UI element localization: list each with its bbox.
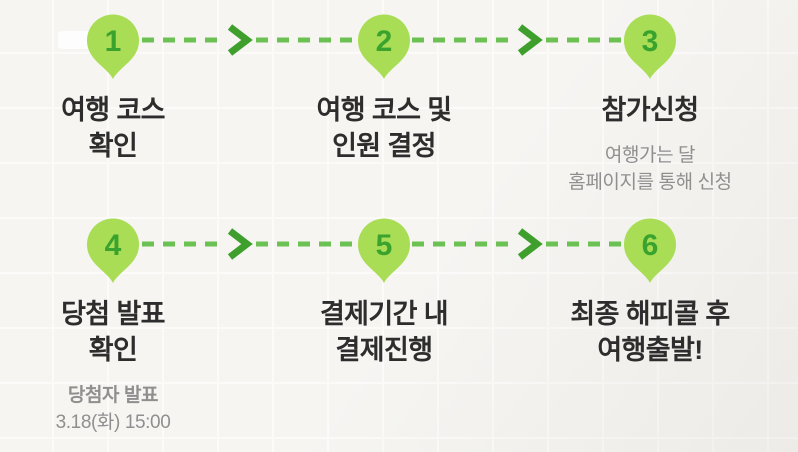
arrow-head-icon [517, 24, 543, 56]
step-title: 결제기간 내 결제진행 [319, 299, 449, 365]
step-number: 4 [105, 229, 122, 262]
step-number: 6 [642, 229, 659, 262]
step-2: 2 여행 코스 및 인원 결정 [264, 14, 504, 164]
step-title: 여행 코스 및 인원 결정 [316, 95, 452, 161]
dashed-arrow-connector [142, 228, 356, 260]
step-number: 1 [105, 25, 122, 58]
map-pin-icon: 5 [358, 218, 410, 283]
step-4: 4 당첨 발표 확인 당첨자 발표 3.18(화) 15:00 [0, 218, 233, 436]
step-subtitle: 여행가는 달 홈페이지를 통해 신청 [568, 145, 732, 193]
step-6: 6 최종 해피콜 후 여행출발! [530, 218, 770, 368]
map-pin-icon: 1 [87, 14, 139, 80]
step-5: 5 결제기간 내 결제진행 [264, 218, 504, 368]
step-title: 최종 해피콜 후 여행출발! [570, 299, 730, 365]
arrow-head-icon [227, 24, 253, 56]
step-title: 여행 코스 확인 [61, 95, 165, 161]
step-number: 5 [376, 229, 393, 262]
dashed-arrow-connector [142, 24, 356, 56]
step-number: 2 [376, 25, 393, 58]
step-subtitle: 당첨자 발표 3.18(화) 15:00 [55, 385, 171, 433]
step-1: 1 여행 코스 확인 [0, 14, 233, 164]
dashed-arrow-connector [412, 228, 622, 260]
step-number: 3 [642, 25, 659, 58]
map-pin-icon: 3 [624, 14, 676, 80]
arrow-head-icon [517, 228, 543, 260]
dashed-arrow-connector [412, 24, 622, 56]
step-3: 3 참가신청 여행가는 달 홈페이지를 통해 신청 [530, 14, 770, 196]
step-title: 당첨 발표 확인 [61, 299, 165, 365]
arrow-head-icon [227, 228, 253, 260]
map-pin-icon: 4 [87, 218, 139, 283]
map-pin-icon: 6 [624, 218, 676, 283]
step-title: 참가신청 [601, 95, 700, 125]
map-pin-icon: 2 [358, 14, 410, 80]
